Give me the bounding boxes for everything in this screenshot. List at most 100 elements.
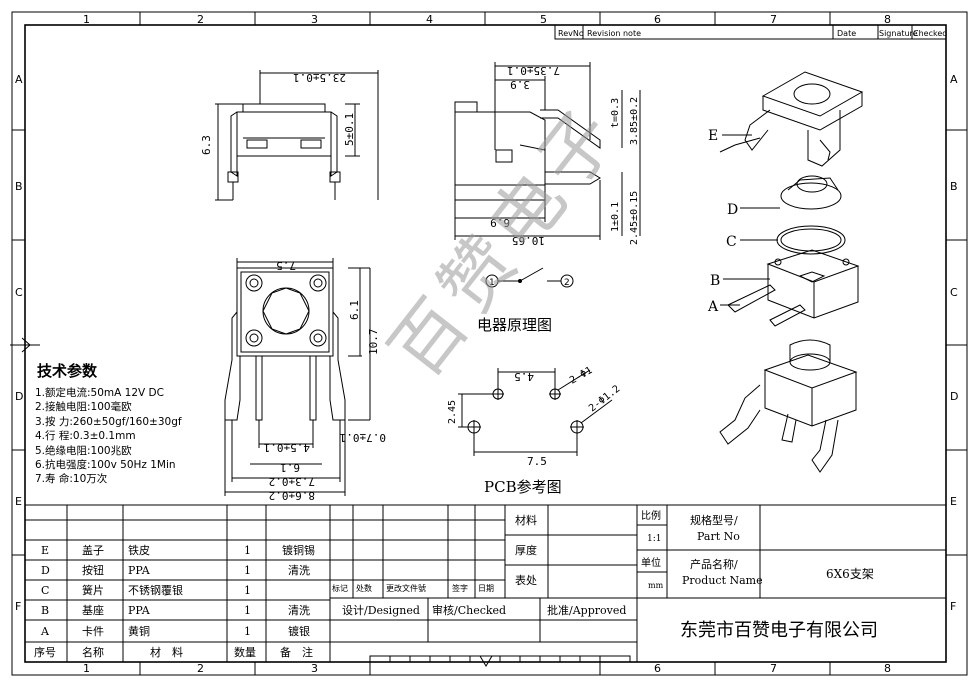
bom-cell: 按钮 bbox=[82, 563, 104, 577]
row-label: B bbox=[950, 180, 958, 193]
bom-header: 名称 bbox=[82, 645, 104, 659]
part-label-d: D bbox=[727, 202, 738, 218]
exploded-view bbox=[719, 71, 864, 473]
bom-cell: 不锈钢覆银 bbox=[128, 583, 183, 597]
approval-count: 处数 bbox=[356, 583, 372, 593]
outer-frame bbox=[11, 11, 968, 676]
front-offset-dim: 3.9 bbox=[510, 78, 530, 91]
row-label: D bbox=[950, 390, 958, 403]
revision-note-header: Revision note bbox=[587, 29, 641, 38]
date-header: Date bbox=[837, 29, 856, 38]
front-base-dim: 6.9 bbox=[490, 216, 510, 229]
bom-cell: 黄铜 bbox=[128, 624, 150, 638]
row-label: B bbox=[15, 180, 23, 193]
top-view bbox=[224, 258, 371, 496]
scale-value: 1:1 bbox=[647, 534, 661, 544]
row-label: C bbox=[15, 286, 23, 299]
product-name: 6X6支架 bbox=[826, 567, 874, 581]
pcb-span: 7.5 bbox=[527, 455, 547, 468]
bom-cell: B bbox=[41, 604, 49, 617]
col-label: 8 bbox=[884, 662, 891, 675]
pcb-title: PCB参考图 bbox=[484, 478, 562, 496]
col-label: 2 bbox=[197, 13, 204, 26]
col-label: 5 bbox=[540, 13, 547, 26]
part-label-c: C bbox=[726, 234, 737, 250]
bom-cell: 1 bbox=[244, 584, 251, 597]
bom-cell: 清洗 bbox=[288, 604, 310, 617]
col-label: 6 bbox=[654, 13, 661, 26]
spec-item: 4.行 程:0.3±0.1mm bbox=[35, 430, 136, 443]
approval-checked: 审核/Checked bbox=[432, 603, 506, 617]
top-lead-dim: 0.7±0.1 bbox=[340, 431, 386, 444]
bom-cell: 1 bbox=[244, 604, 251, 617]
side-view bbox=[215, 70, 379, 201]
bom-cell: 簧片 bbox=[82, 583, 104, 597]
bom-cell: 1 bbox=[244, 564, 251, 577]
bom-cell: PPA bbox=[128, 564, 151, 577]
front-total-dim: 10.65 bbox=[512, 234, 545, 247]
center-mark bbox=[10, 337, 40, 353]
front-pin-dim: 1±0.1 bbox=[610, 202, 621, 232]
thickness-label: 厚度 bbox=[515, 543, 537, 557]
row-label: F bbox=[950, 600, 956, 613]
signature-header: Signature bbox=[879, 29, 918, 38]
spec-item: 5.绝缘电阻:100兆欧 bbox=[35, 444, 132, 457]
bom-header: 序号 bbox=[34, 645, 56, 659]
circuit-pin-2: 2 bbox=[564, 278, 570, 288]
col-label: 7 bbox=[770, 13, 777, 26]
bom-cell: 铁皮 bbox=[128, 544, 150, 557]
top-span2-dim: 8.6±0.2 bbox=[269, 489, 315, 502]
bom-cell: E bbox=[41, 544, 49, 557]
bom-table bbox=[25, 504, 946, 667]
row-label: A bbox=[950, 73, 958, 86]
col-label: 6 bbox=[654, 662, 661, 675]
side-inner-dim: 5±0.1 bbox=[343, 113, 356, 146]
col-label: 4 bbox=[426, 13, 433, 26]
spec-item: 7.寿 命:10万次 bbox=[35, 473, 108, 486]
col-label: 3 bbox=[311, 662, 318, 675]
spec-label: 规格型号/ bbox=[690, 513, 738, 527]
top-pitch-dim: 4.5±0.1 bbox=[264, 441, 310, 454]
pcb-small-hole: 2-Φ1 bbox=[568, 365, 594, 387]
bom-cell: 镀铜锡 bbox=[282, 543, 315, 557]
bom-cell: 盖子 bbox=[82, 543, 104, 557]
top-width-dim: 7.5 bbox=[276, 259, 296, 272]
spec-item: 3.按 力:260±50gf/160±30gf bbox=[35, 415, 182, 428]
unit-label: 单位 bbox=[641, 556, 661, 569]
approval-sign: 签字 bbox=[452, 583, 468, 593]
part-label-a: A bbox=[707, 299, 719, 315]
circuit-pin-1: 1 bbox=[489, 278, 495, 288]
bom-cell: 1 bbox=[244, 625, 251, 638]
top-total-dim: 10.7 bbox=[367, 329, 380, 356]
approval-change-doc: 更改文件號 bbox=[386, 583, 426, 593]
bom-cell: 1 bbox=[244, 544, 251, 557]
specs-title: 技术参数 bbox=[37, 362, 98, 380]
col-label: 8 bbox=[884, 13, 891, 26]
pcb-footprint bbox=[458, 368, 613, 456]
revision-header: RevNo Revision note Date Signature Check… bbox=[554, 24, 947, 40]
pcb-big-hole: 2-Φ1.2 bbox=[587, 383, 622, 414]
spec-item: 2.接触电阻:100毫欧 bbox=[35, 401, 132, 414]
row-label: D bbox=[15, 390, 23, 403]
revno-header: RevNo bbox=[558, 29, 584, 38]
side-width-dim: 23.5±0.1 bbox=[293, 71, 346, 84]
bom-cell: 清洗 bbox=[288, 564, 310, 577]
inner-frame bbox=[24, 24, 947, 663]
circuit-title: 电器原理图 bbox=[477, 316, 552, 334]
scale-label: 比例 bbox=[641, 509, 661, 522]
spec-item: 6.抗电强度:100v 50Hz 1Min bbox=[35, 459, 176, 472]
top-height-dim: 6.1 bbox=[348, 300, 361, 320]
front-lower-dim: 2.45±0.15 bbox=[629, 191, 640, 245]
col-label: 7 bbox=[770, 662, 777, 675]
finish-label: 表处 bbox=[515, 573, 537, 587]
approval-marks: 标记 bbox=[332, 583, 348, 593]
company-name: 东莞市百赞电子有限公司 bbox=[680, 620, 878, 641]
approval-designed: 设计/Designed bbox=[342, 604, 420, 617]
column-ticks bbox=[12, 12, 967, 675]
bom-header: 数量 bbox=[234, 646, 256, 659]
bom-cell: 镀银 bbox=[288, 624, 310, 638]
col-label: 3 bbox=[311, 13, 318, 26]
front-view bbox=[454, 62, 641, 240]
pcb-v-pitch: 2.45 bbox=[447, 400, 458, 424]
